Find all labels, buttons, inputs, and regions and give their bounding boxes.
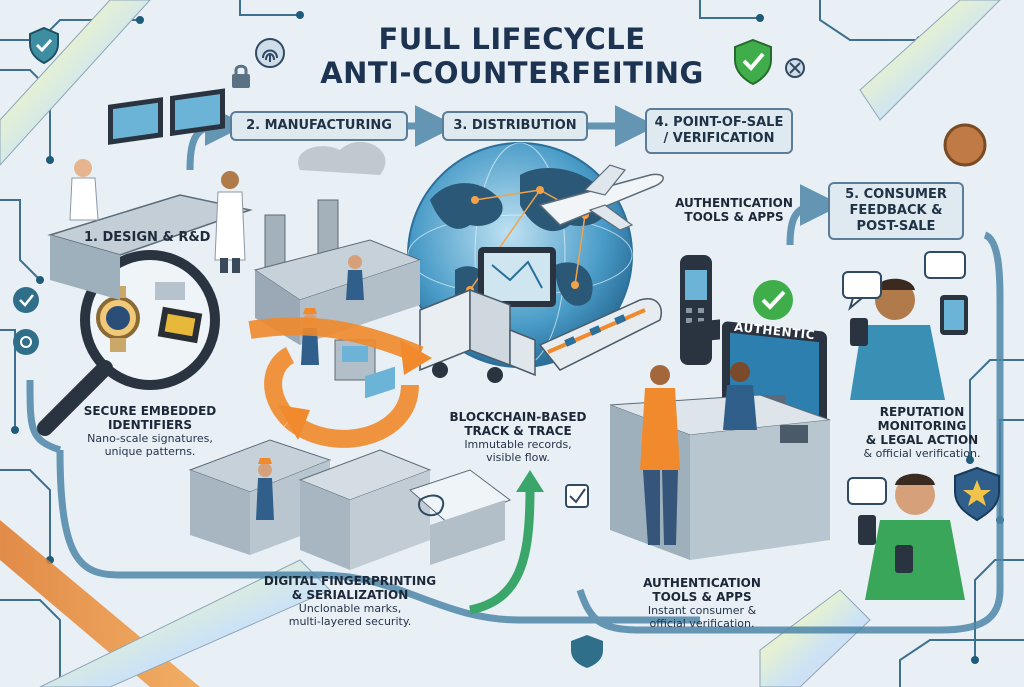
airplane-icon [538, 164, 664, 231]
tablet-map [478, 247, 556, 307]
caption-fingerprinting-head-1: DIGITAL FINGERPRINTING [263, 574, 437, 588]
caption-auth-bottom-head-1: AUTHENTICATION [643, 576, 761, 590]
design-lab [47, 88, 253, 300]
holographic-ribbons [0, 0, 1001, 687]
handheld-scanner-icon [680, 255, 712, 365]
stage-feedback-line-1: 5. CONSUMER [845, 187, 947, 202]
stage-feedback-line-2: FEEDBACK & [849, 203, 943, 218]
gear-icon [785, 58, 805, 78]
stage-pos-line-2: / VERIFICATION [663, 131, 775, 146]
stage-feedback-line-3: POST-SALE [856, 219, 936, 234]
caption-auth-bottom-body-1: Instant consumer & [647, 604, 757, 617]
pos-counter [609, 319, 831, 560]
caption-fingerprinting-head-2: & SERIALIZATION [291, 588, 409, 602]
caption-fingerprinting: DIGITAL FINGERPRINTING & SERIALIZATION U… [250, 574, 450, 628]
police-badge-icon [954, 466, 1000, 522]
stage-manufacturing: 2. MANUFACTURING [230, 111, 408, 141]
caption-reputation-head-3: & LEGAL ACTION [865, 433, 979, 447]
green-arrow [469, 489, 535, 615]
caption-embedded-body-2: unique patterns. [104, 445, 196, 458]
caption-auth-bottom-head-2: TOOLS & APPS [652, 590, 752, 604]
caption-reputation-body-1: & official verification. [863, 447, 981, 460]
caption-blockchain-body-2: visible flow. [486, 451, 550, 464]
caption-auth-bottom-body-2: official verification. [649, 617, 755, 630]
truck-icon [419, 288, 536, 383]
caption-reputation: REPUTATION MONITORING & LEGAL ACTION & o… [842, 405, 1002, 460]
orange-arrow-head-1 [400, 340, 432, 375]
caption-reputation-head-1: REPUTATION [879, 405, 965, 419]
green-arrow-head [516, 470, 544, 492]
chat-bubble-icon [842, 251, 968, 505]
caption-fingerprinting-body-2: multi-layered security. [288, 615, 412, 628]
fingerprint-icon [255, 38, 285, 68]
shield-check-icon [29, 26, 59, 65]
caption-embedded-identifiers: SECURE EMBEDDED IDENTIFIERS Nano-scale s… [70, 404, 230, 458]
caption-blockchain-head-2: TRACK & TRACE [464, 424, 572, 438]
caption-reputation-head-2: MONITORING [877, 419, 967, 433]
title-line-1: FULL LIFECYCLE [378, 22, 646, 56]
check-badge-icon [734, 38, 772, 86]
serialization-machines [188, 366, 511, 570]
consumer-bottom [858, 473, 965, 600]
padlock-icon [232, 64, 250, 88]
caption-auth-top-head-2: TOOLS & APPS [684, 210, 784, 224]
caption-blockchain: BLOCKCHAIN-BASED TRACK & TRACE Immutable… [438, 410, 598, 464]
stage-design: 1. DESIGN & R&D [84, 230, 211, 245]
caption-embedded-head-2: IDENTIFIERS [107, 418, 193, 432]
caption-blockchain-body-1: Immutable records, [464, 438, 572, 451]
title-line-2: ANTI-COUNTERFEITING [320, 56, 704, 90]
caption-embedded-body-1: Nano-scale signatures, [87, 432, 213, 445]
train-icon [538, 298, 662, 371]
caption-fingerprinting-body-1: Unclonable marks, [298, 602, 402, 615]
stage-consumer-feedback: 5. CONSUMER FEEDBACK & POST-SALE [828, 182, 964, 240]
stage-distribution: 3. DISTRIBUTION [442, 111, 588, 141]
consumer-top [850, 278, 945, 400]
caption-auth-top-head-1: AUTHENTICATION [675, 196, 793, 210]
side-icons [13, 287, 603, 668]
caption-embedded-head-1: SECURE EMBEDDED [83, 404, 217, 418]
caption-blockchain-head-1: BLOCKCHAIN-BASED [449, 410, 587, 424]
caption-auth-tools-top: AUTHENTICATION TOOLS & APPS [664, 196, 804, 224]
stage-pos-line-1: 4. POINT-OF-SALE [654, 115, 784, 130]
page-title: FULL LIFECYCLE ANTI-COUNTERFEITING [300, 22, 724, 90]
caption-auth-tools-bottom: AUTHENTICATION TOOLS & APPS Instant cons… [622, 576, 782, 630]
orange-arrow-head-2 [278, 405, 310, 440]
stage-point-of-sale: 4. POINT-OF-SALE / VERIFICATION [645, 108, 793, 154]
